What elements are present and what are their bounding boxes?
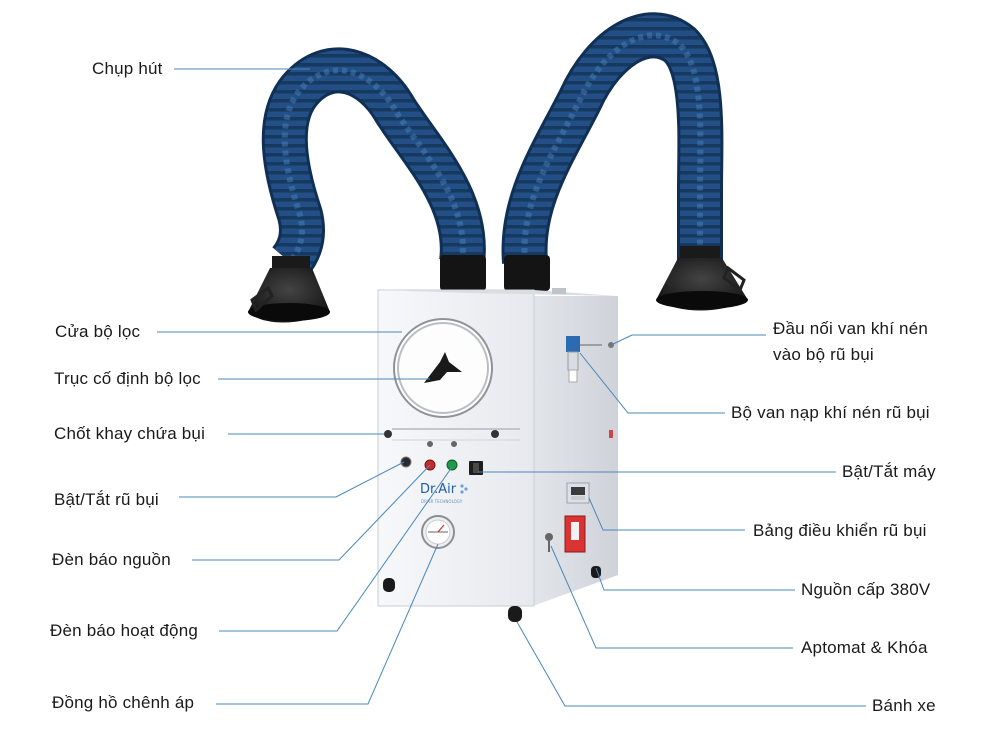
- leader-den-bao-nguon: [192, 464, 431, 561]
- filter-door: [393, 318, 493, 418]
- compressed-air-valve: [566, 336, 602, 383]
- dust-tray-latch-right: [491, 430, 499, 438]
- label-cua-bo-loc: Cửa bộ lọc: [55, 322, 141, 341]
- leader-bo-van-nap: [579, 352, 725, 414]
- label-aptomat: Aptomat & Khóa: [801, 638, 928, 657]
- label-dong-ho: Đồng hồ chênh áp: [52, 693, 195, 712]
- label-den-bao-hoat-dong: Đèn báo hoạt động: [50, 621, 199, 640]
- label-chup-hut: Chụp hút: [92, 59, 163, 78]
- brand-name: Dr.Air: [420, 482, 457, 497]
- filter-axis-knob: [424, 352, 462, 383]
- label-bat-tat-ru-bui: Bật/Tắt rũ bụi: [54, 490, 159, 509]
- leader-nguon-cap: [595, 567, 795, 591]
- dust-tray-latch-left: [384, 430, 392, 438]
- label-dau-noi-van-line1: Đầu nối van khí nén: [773, 319, 929, 338]
- running-indicator-light: [446, 459, 458, 471]
- label-bat-tat-may: Bật/Tắt máy: [842, 462, 936, 481]
- leader-bat-tat-ru-bui: [179, 461, 405, 498]
- leader-banh-xe: [516, 621, 866, 707]
- right-hose-arm: [501, 12, 748, 311]
- leader-lines: [157, 68, 866, 707]
- leader-dong-ho: [216, 543, 439, 705]
- label-banh-xe: Bánh xe: [872, 696, 936, 715]
- label-nguon-cap: Nguồn cấp 380V: [801, 580, 931, 599]
- leader-den-bao-hoat-dong: [219, 466, 453, 632]
- left-hose-collar: [440, 255, 486, 291]
- label-bang-dieu-khien: Bảng điều khiển rũ bụi: [753, 521, 927, 540]
- cabinet: Dr.Air DRAIR TECHNOLOGY: [377, 288, 618, 622]
- leader-bang-dieu-khien: [588, 497, 745, 531]
- power-inlet-380v: [545, 533, 553, 541]
- label-truc-co-dinh: Trục cố định bộ lọc: [54, 369, 201, 388]
- label-dau-noi-van-line2: vào bộ rũ bụi: [773, 345, 874, 364]
- differential-pressure-gauge: [421, 515, 455, 549]
- label-den-bao-nguon: Đèn báo nguồn: [52, 550, 171, 569]
- dust-control-panel: [566, 482, 590, 504]
- right-hose-collar: [504, 255, 550, 291]
- leader-aptomat: [550, 545, 793, 649]
- dust-shake-switch[interactable]: [400, 456, 412, 468]
- label-chot-khay: Chốt khay chứa bụi: [54, 424, 206, 443]
- brand-logo: Dr.Air DRAIR TECHNOLOGY: [420, 482, 468, 504]
- label-dau-noi-van: Đầu nối van khí nén vào bộ rũ bụi: [773, 318, 928, 370]
- right-suction-hood: [656, 246, 748, 311]
- left-suction-hood: [248, 256, 330, 323]
- label-bo-van-nap: Bộ van nạp khí nén rũ bụi: [731, 403, 930, 422]
- left-hose-arm: [248, 47, 486, 323]
- leader-dau-noi-van: [610, 334, 766, 346]
- brand-tagline: DRAIR TECHNOLOGY: [421, 499, 463, 504]
